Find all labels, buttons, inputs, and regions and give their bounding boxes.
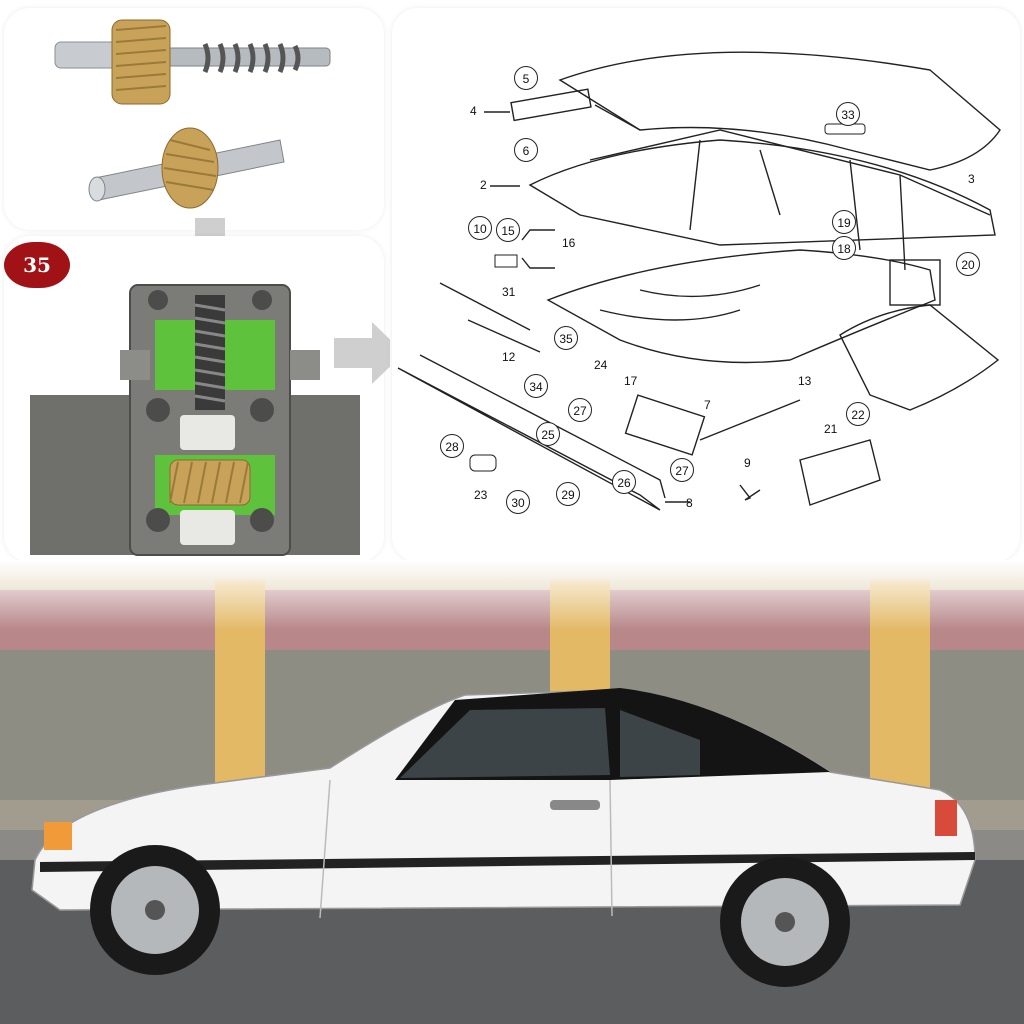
callout-7: 7 <box>704 398 711 412</box>
callout-17: 17 <box>624 374 638 388</box>
callout-9: 9 <box>744 456 751 470</box>
exploded-diagram-panel <box>392 8 1020 562</box>
callout-20: 20 <box>956 252 980 276</box>
callout-25: 25 <box>536 422 560 446</box>
callout-16: 16 <box>562 236 576 250</box>
callout-22: 22 <box>846 402 870 426</box>
worm-gear-shaft <box>54 19 331 105</box>
callout-10: 10 <box>468 216 492 240</box>
callout-8: 8 <box>686 496 693 510</box>
callout-35: 35 <box>554 326 578 350</box>
callout-29: 29 <box>556 482 580 506</box>
callout-34: 34 <box>524 374 548 398</box>
callout-26: 26 <box>612 470 636 494</box>
callout-13: 13 <box>798 374 812 388</box>
callout-33: 33 <box>836 102 860 126</box>
motor-housing-cutaway <box>30 284 390 556</box>
callout-4: 4 <box>470 104 477 118</box>
item-number-badge: 35 <box>4 242 70 288</box>
callout-28: 28 <box>440 434 464 458</box>
callout-31: 31 <box>502 285 516 299</box>
callout-23: 23 <box>474 488 488 502</box>
convertible-top-exploded-diagram <box>397 51 1001 511</box>
helical-gear-shaft <box>88 127 285 209</box>
callout-12: 12 <box>502 350 516 364</box>
callout-2: 2 <box>480 178 487 192</box>
callout-15: 15 <box>496 218 520 242</box>
callout-3: 3 <box>968 172 975 186</box>
callout-24: 24 <box>594 358 608 372</box>
right-arrow-icon <box>334 322 390 384</box>
callout-6: 6 <box>514 138 538 162</box>
callout-5: 5 <box>514 66 538 90</box>
callout-30: 30 <box>506 490 530 514</box>
convertible-car-photo <box>0 560 1024 1024</box>
callout-27b: 27 <box>670 458 694 482</box>
callout-27a: 27 <box>568 398 592 422</box>
callout-18: 18 <box>832 236 856 260</box>
callout-21: 21 <box>824 422 838 436</box>
callout-19: 19 <box>832 210 856 234</box>
